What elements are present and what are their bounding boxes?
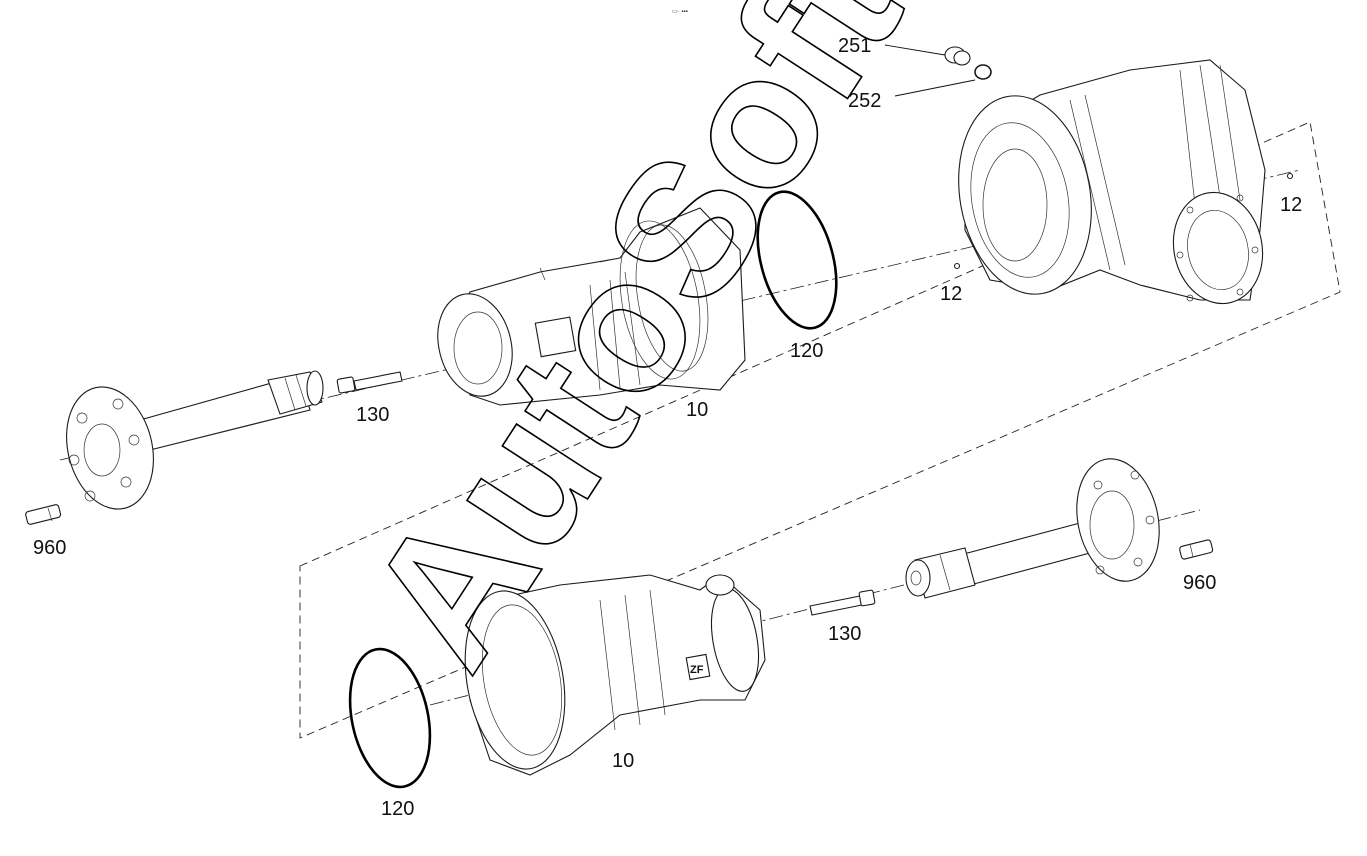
centre-housing [958, 59, 1266, 305]
pin-130-upper [336, 371, 403, 394]
flange-shaft-lower [905, 458, 1160, 599]
label-251: 251 [838, 35, 871, 57]
stud-960-left [25, 504, 62, 525]
label-130-top: 130 [356, 404, 389, 426]
pin-130-lower [809, 589, 876, 616]
header-marks: ▭· ▪▪▪ [672, 9, 688, 15]
label-960-right: 960 [1183, 572, 1216, 594]
leader-252 [894, 79, 976, 97]
o-ring-120-upper [756, 190, 838, 330]
label-10-bottom: 10 [612, 750, 634, 772]
label-120-bottom: 120 [381, 798, 414, 820]
label-252: 252 [848, 90, 881, 112]
label-12-right: 12 [1280, 194, 1302, 216]
o-ring-120-lower [348, 647, 432, 789]
stud-960-right [1179, 539, 1214, 560]
label-960-left: 960 [33, 537, 66, 559]
axle-housing-10-upper [437, 207, 746, 406]
label-12-mid: 12 [940, 283, 962, 305]
label-130-bottom: 130 [828, 623, 861, 645]
axle-housing-10-lower: ZF [464, 574, 766, 776]
label-120-top: 120 [790, 340, 823, 362]
zf-logo: ZF [690, 664, 704, 676]
flange-shaft-upper [66, 370, 324, 510]
assembly-boundary [299, 121, 1341, 739]
screw-12-right [1286, 172, 1294, 180]
plug-251 [944, 46, 971, 66]
leader-251 [884, 44, 946, 56]
screw-12-mid [953, 262, 961, 270]
label-10-top: 10 [686, 399, 708, 421]
seal-ring-252 [974, 64, 992, 80]
